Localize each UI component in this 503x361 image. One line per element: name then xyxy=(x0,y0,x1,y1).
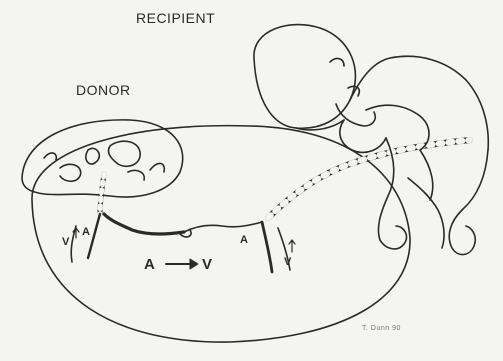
recipient-label: RECIPIENT xyxy=(136,10,215,26)
donor-cord-stripes xyxy=(100,174,104,214)
flow-label-v: V xyxy=(202,256,213,273)
donor-vein-label: V xyxy=(62,236,70,248)
artist-signature: T. Dunn 90 xyxy=(362,325,401,332)
recipient-artery xyxy=(262,222,272,272)
donor-vein xyxy=(104,214,184,234)
flow-arrowhead xyxy=(190,259,198,269)
donor-artery-label: A xyxy=(82,226,90,238)
donor-label: DONOR xyxy=(76,82,131,98)
recipient-v-arrow xyxy=(289,240,295,252)
anastomosis-vessel xyxy=(184,222,262,232)
flow-label-a: A xyxy=(144,256,155,273)
recipient-vein-label: V xyxy=(284,256,292,268)
recipient-artery-label: A xyxy=(240,234,248,246)
